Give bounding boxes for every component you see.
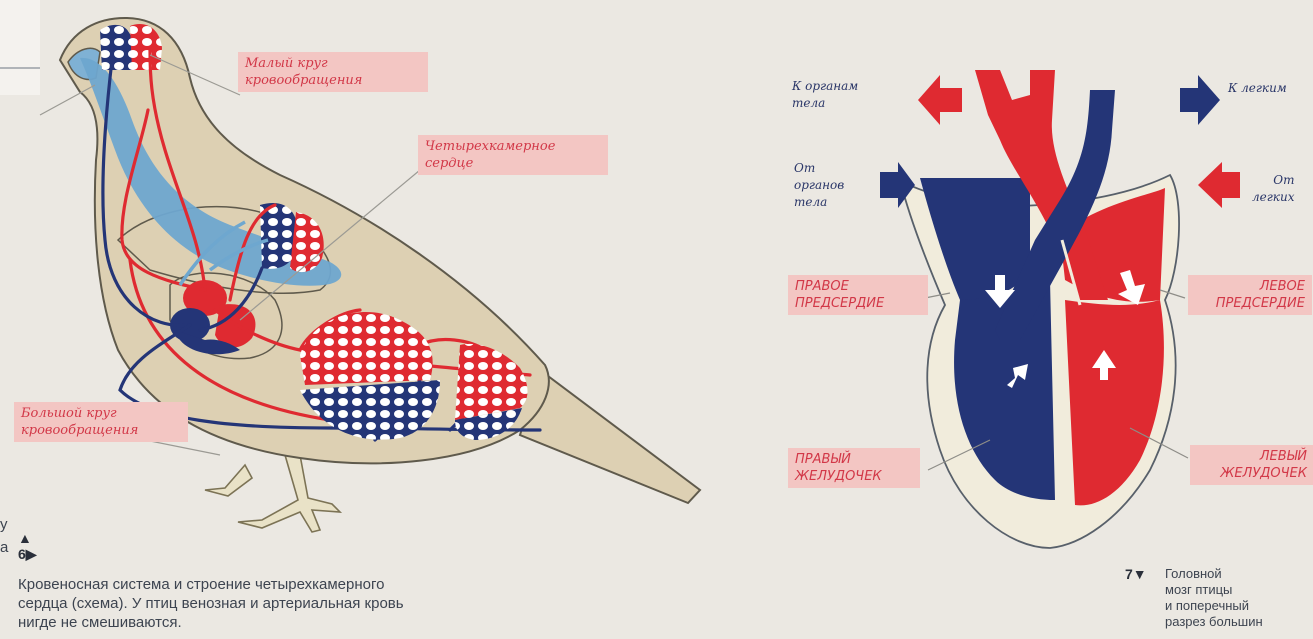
- figure7-caption: Головной мозг птицы и поперечный разрез …: [1165, 566, 1313, 630]
- figure6-marker: ▲6▶: [18, 530, 37, 563]
- note-from-body-organs: От органов тела: [794, 160, 844, 211]
- label-big-circulation: Большой круг кровообращения: [14, 402, 188, 442]
- arrow-to-body: [918, 75, 962, 125]
- septum: [1060, 295, 1062, 505]
- label-right-ventricle: ПРАВЫЙ ЖЕЛУДОЧЕК: [788, 448, 920, 488]
- edge-fragment-a: у: [0, 515, 8, 534]
- heart-section-figure: [880, 70, 1240, 548]
- note-to-body-organs: К органам тела: [792, 78, 858, 112]
- label-small-circulation: Малый круг кровообращения: [238, 52, 428, 92]
- bird-figure: [40, 18, 700, 532]
- label-right-atrium: ПРАВОЕ ПРЕДСЕРДИЕ: [788, 275, 928, 315]
- figure6-caption: Кровеносная система и строение четырехка…: [18, 575, 578, 632]
- label-four-chamber-heart: Четырехкамерное сердце: [418, 135, 608, 175]
- edge-fragment-b: а: [0, 538, 8, 557]
- label-left-ventricle: ЛЕВЫЙ ЖЕЛУДОЧЕК: [1190, 445, 1313, 485]
- figure7-marker: 7▼: [1125, 566, 1147, 582]
- label-left-atrium: ЛЕВОЕ ПРЕДСЕРДИЕ: [1188, 275, 1312, 315]
- bird-feet: [205, 455, 340, 532]
- note-to-lungs: К легким: [1228, 80, 1287, 97]
- note-from-lungs: От легких: [1252, 172, 1294, 206]
- left-ventricle-red: [1065, 300, 1164, 505]
- page-corner-tab: [0, 0, 40, 95]
- arrow-from-lungs: [1198, 162, 1240, 208]
- arrow-to-lungs: [1180, 75, 1220, 125]
